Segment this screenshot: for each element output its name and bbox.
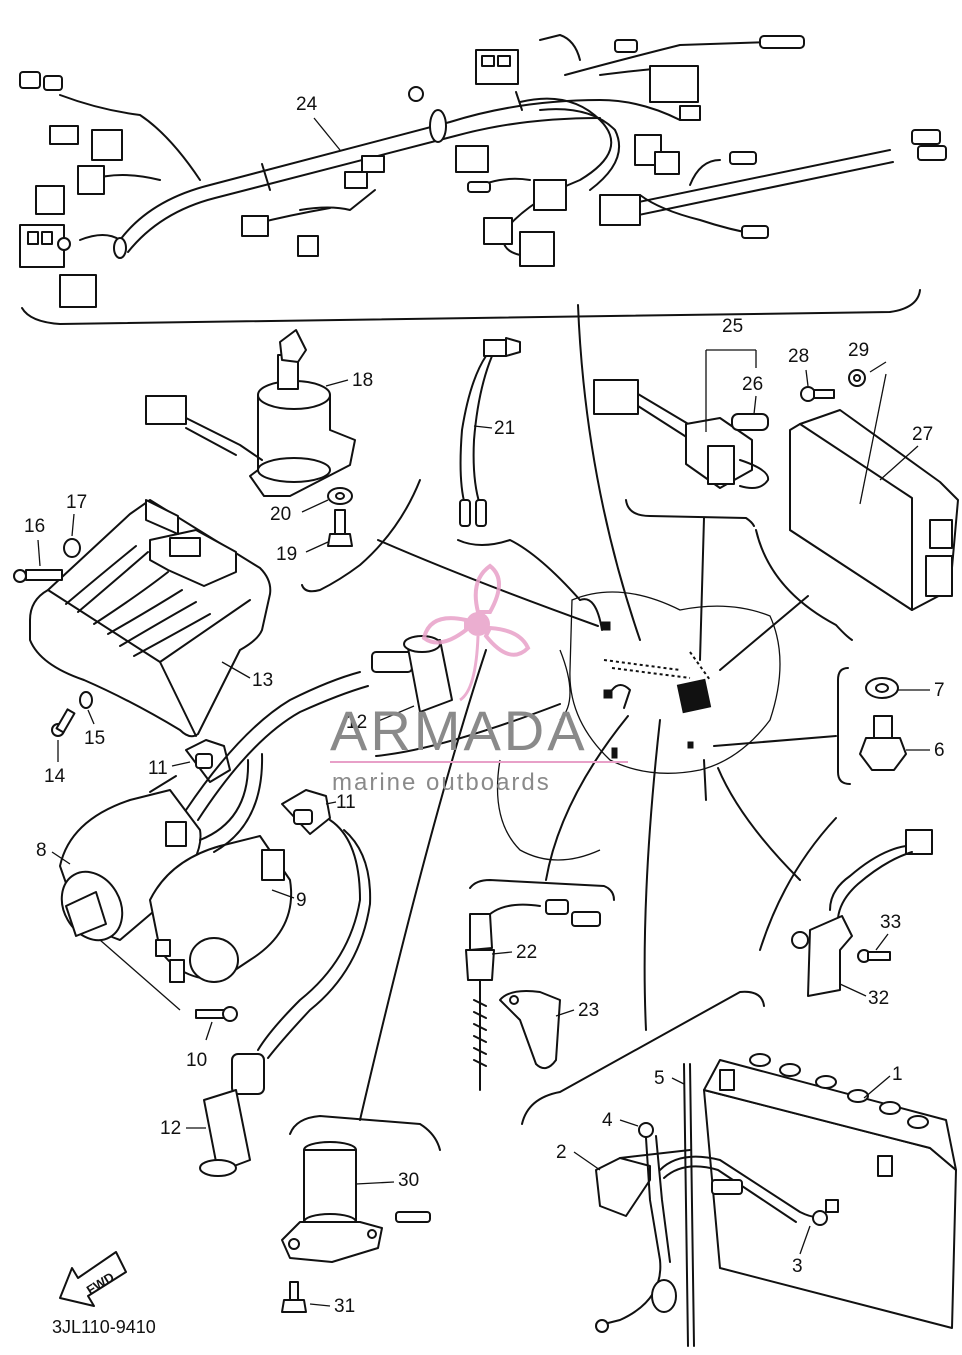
part-6-oil-level-switch[interactable] (859, 715, 907, 771)
part-22-switch-with-lead[interactable] (465, 899, 601, 1091)
callout-29: 29 (848, 340, 869, 361)
callout-9: 9 (296, 890, 307, 911)
part-11-plug-cap-cover-a[interactable] (185, 739, 231, 783)
part-9-ignition-coil[interactable] (149, 835, 293, 983)
callout-13: 13 (252, 670, 273, 691)
callout-8: 8 (36, 840, 47, 861)
callout-17: 17 (66, 492, 87, 513)
part-27-cdi-unit[interactable] (789, 409, 959, 611)
part-5-breather-hose[interactable] (683, 1063, 695, 1347)
callout-7: 7 (934, 680, 945, 701)
part-3-positive-lead[interactable] (659, 1155, 839, 1226)
callout-24: 24 (296, 94, 318, 115)
callout-28: 28 (788, 346, 809, 367)
callout-10: 10 (186, 1050, 207, 1071)
callout-3: 3 (792, 1256, 803, 1277)
callout-15: 15 (84, 728, 105, 749)
part-4-negative-lead[interactable] (595, 1122, 677, 1333)
part-26-fuse[interactable] (731, 413, 769, 431)
callout-16: 16 (24, 516, 45, 537)
part-24-wire-harness[interactable] (19, 34, 947, 325)
callout-27: 27 (912, 424, 933, 445)
callout-26: 26 (742, 374, 763, 395)
part-21-neutral-switch-lead[interactable] (459, 337, 521, 527)
part-10-screw[interactable] (195, 1006, 238, 1022)
watermark-tagline: marine outboards (332, 769, 551, 796)
callout-2: 2 (556, 1142, 567, 1163)
callout-23: 23 (578, 1000, 599, 1021)
part-28-bolt[interactable] (800, 386, 835, 402)
diagram-code: 3JL110-9410 (52, 1317, 156, 1337)
part-7-washer[interactable] (865, 677, 899, 699)
part-18-main-switch[interactable] (145, 329, 356, 497)
part-20-washer[interactable] (327, 487, 353, 505)
part-15-collar[interactable] (79, 691, 93, 709)
part-19-screw[interactable] (327, 509, 353, 547)
callout-18: 18 (352, 370, 373, 391)
callout-14: 14 (44, 766, 66, 787)
part-13-cover[interactable] (29, 499, 272, 738)
part-2-battery-band[interactable] (595, 1149, 691, 1217)
fwd-arrow-icon: FWD (59, 1251, 127, 1307)
callout-12a: 12 (346, 712, 367, 733)
part-16-bolt[interactable] (13, 569, 63, 583)
part-17-grommet[interactable] (63, 538, 81, 558)
frame-location-sketch (496, 591, 781, 861)
callout-33: 33 (880, 912, 901, 933)
callout-25: 25 (722, 316, 743, 337)
part-8-ignition-coil[interactable] (50, 775, 202, 951)
callout-22: 22 (516, 942, 537, 963)
armada-logo-icon (421, 563, 531, 702)
callout-11a: 11 (148, 758, 168, 779)
part-30-starter-relay[interactable] (281, 1141, 431, 1263)
part-12-plug-cap-b[interactable] (199, 1053, 265, 1177)
part-25-fuse-holder[interactable] (593, 379, 770, 489)
part-32-sensor-with-lead[interactable] (791, 829, 933, 997)
callout-12b: 12 (160, 1118, 181, 1139)
part-14-bolt[interactable] (51, 708, 76, 737)
callout-30: 30 (398, 1170, 419, 1191)
callout-11b: 11 (336, 792, 356, 813)
callout-5: 5 (654, 1068, 665, 1089)
part-29-nut[interactable] (848, 369, 866, 387)
part-31-bolt[interactable] (281, 1281, 307, 1313)
callout-6: 6 (934, 740, 945, 761)
watermark-brand: ARMADA (330, 699, 588, 762)
part-11-plug-cap-cover-b[interactable] (281, 789, 331, 835)
callout-19: 19 (276, 544, 297, 565)
callout-4: 4 (602, 1110, 613, 1131)
part-33-screw[interactable] (857, 949, 891, 963)
part-23-bracket[interactable] (499, 990, 561, 1070)
callout-20: 20 (270, 504, 291, 525)
callout-1: 1 (892, 1064, 903, 1085)
callout-31: 31 (334, 1296, 355, 1317)
callout-32: 32 (868, 988, 889, 1009)
callout-21: 21 (494, 418, 515, 439)
